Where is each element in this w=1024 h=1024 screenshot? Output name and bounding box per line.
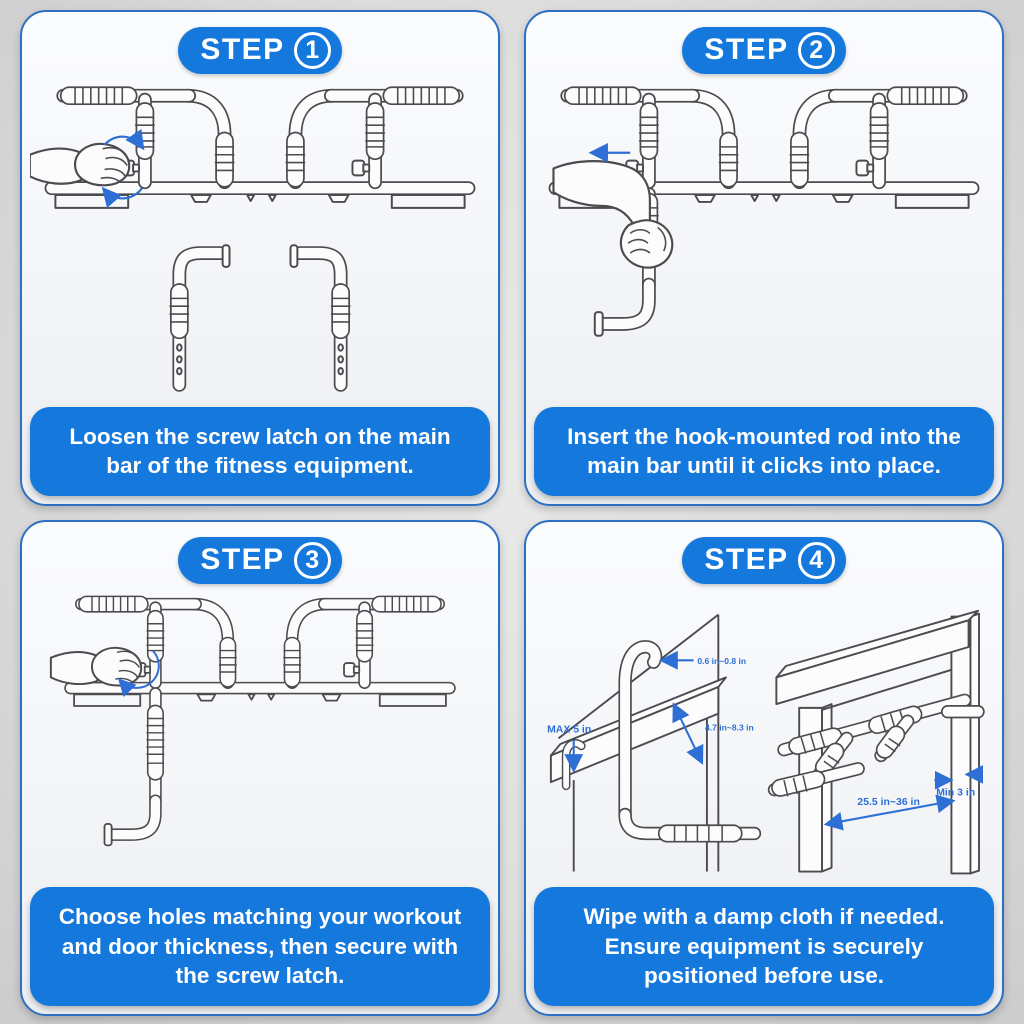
step-2-card: STEP 2 <box>524 10 1004 506</box>
hand-illustration <box>552 160 674 269</box>
step-3-illustration <box>49 588 490 847</box>
svg-text:25.5 in~36 in: 25.5 in~36 in <box>857 797 919 808</box>
step-4-card: STEP 4 <box>524 520 1004 1016</box>
step-2-badge: STEP 2 <box>682 27 846 74</box>
dimension-door-width: 25.5 in~36 in <box>823 794 956 831</box>
step-3-instruction: Choose holes matching your workout and d… <box>30 886 490 1006</box>
rotate-arrow-icon <box>117 649 160 698</box>
hand-illustration <box>30 142 131 187</box>
installed-hook-rod <box>103 687 165 847</box>
dimension-trim-max: MAX 5 in <box>547 725 591 773</box>
step-4-instruction: Wipe with a damp cloth if needed. Ensure… <box>534 886 994 1006</box>
step-badge-label: STEP <box>704 32 789 66</box>
step-4-illustration: MAX 5 in 0.6 in~0.8 in 4.7 in~8.3 in <box>547 609 985 875</box>
step-number-circle: 4 <box>797 542 835 579</box>
door-lintel-front <box>775 619 970 706</box>
step-number-circle: 1 <box>293 32 331 69</box>
step-1-illustration <box>30 78 490 403</box>
step-3-card: STEP 3 Choose holes matching y <box>20 520 500 1016</box>
step-2-illustration <box>534 78 994 337</box>
door-post-right <box>950 615 972 875</box>
step-1-card: STEP 1 Loosen the screw latch on the mai… <box>20 10 500 506</box>
step-1-badge: STEP 1 <box>178 27 342 74</box>
step-3-diagram <box>22 584 498 887</box>
step-4-badge: STEP 4 <box>682 537 846 584</box>
hook-rod-right <box>290 245 350 385</box>
step-1-instruction: Loosen the screw latch on the main bar o… <box>30 406 490 496</box>
dimension-frame-min: Min 3 in <box>934 765 984 798</box>
svg-text:4.7 in~8.3 in: 4.7 in~8.3 in <box>705 723 754 733</box>
hand-illustration <box>49 646 143 687</box>
step-3-badge: STEP 3 <box>178 537 342 584</box>
svg-text:Min 3 in: Min 3 in <box>936 787 975 798</box>
step-badge-label: STEP <box>704 542 789 576</box>
mounted-equipment-view: 25.5 in~36 in Min 3 in <box>767 609 985 875</box>
step-badge-label: STEP <box>200 542 285 576</box>
hook-rod-left <box>169 245 229 385</box>
step-2-instruction: Insert the hook-mounted rod into the mai… <box>534 406 994 496</box>
step-number-circle: 2 <box>797 32 835 69</box>
dimension-trim-depth: 0.6 in~0.8 in <box>658 650 746 670</box>
svg-text:MAX 5 in: MAX 5 in <box>547 725 591 736</box>
step-2-diagram <box>526 74 1002 407</box>
step-1-diagram <box>22 74 498 407</box>
svg-text:0.6 in~0.8 in: 0.6 in~0.8 in <box>697 656 746 666</box>
rotate-arrow-icon <box>101 128 145 208</box>
step-4-diagram: MAX 5 in 0.6 in~0.8 in 4.7 in~8.3 in <box>526 584 1002 887</box>
doorframe-cross-section: MAX 5 in 0.6 in~0.8 in 4.7 in~8.3 in <box>547 613 762 872</box>
step-badge-label: STEP <box>200 32 285 66</box>
pullup-bar-mounted <box>767 693 985 797</box>
mounting-hook <box>618 640 762 843</box>
step-number-circle: 3 <box>293 542 331 579</box>
dimension-wall-width: 4.7 in~8.3 in <box>672 702 754 765</box>
